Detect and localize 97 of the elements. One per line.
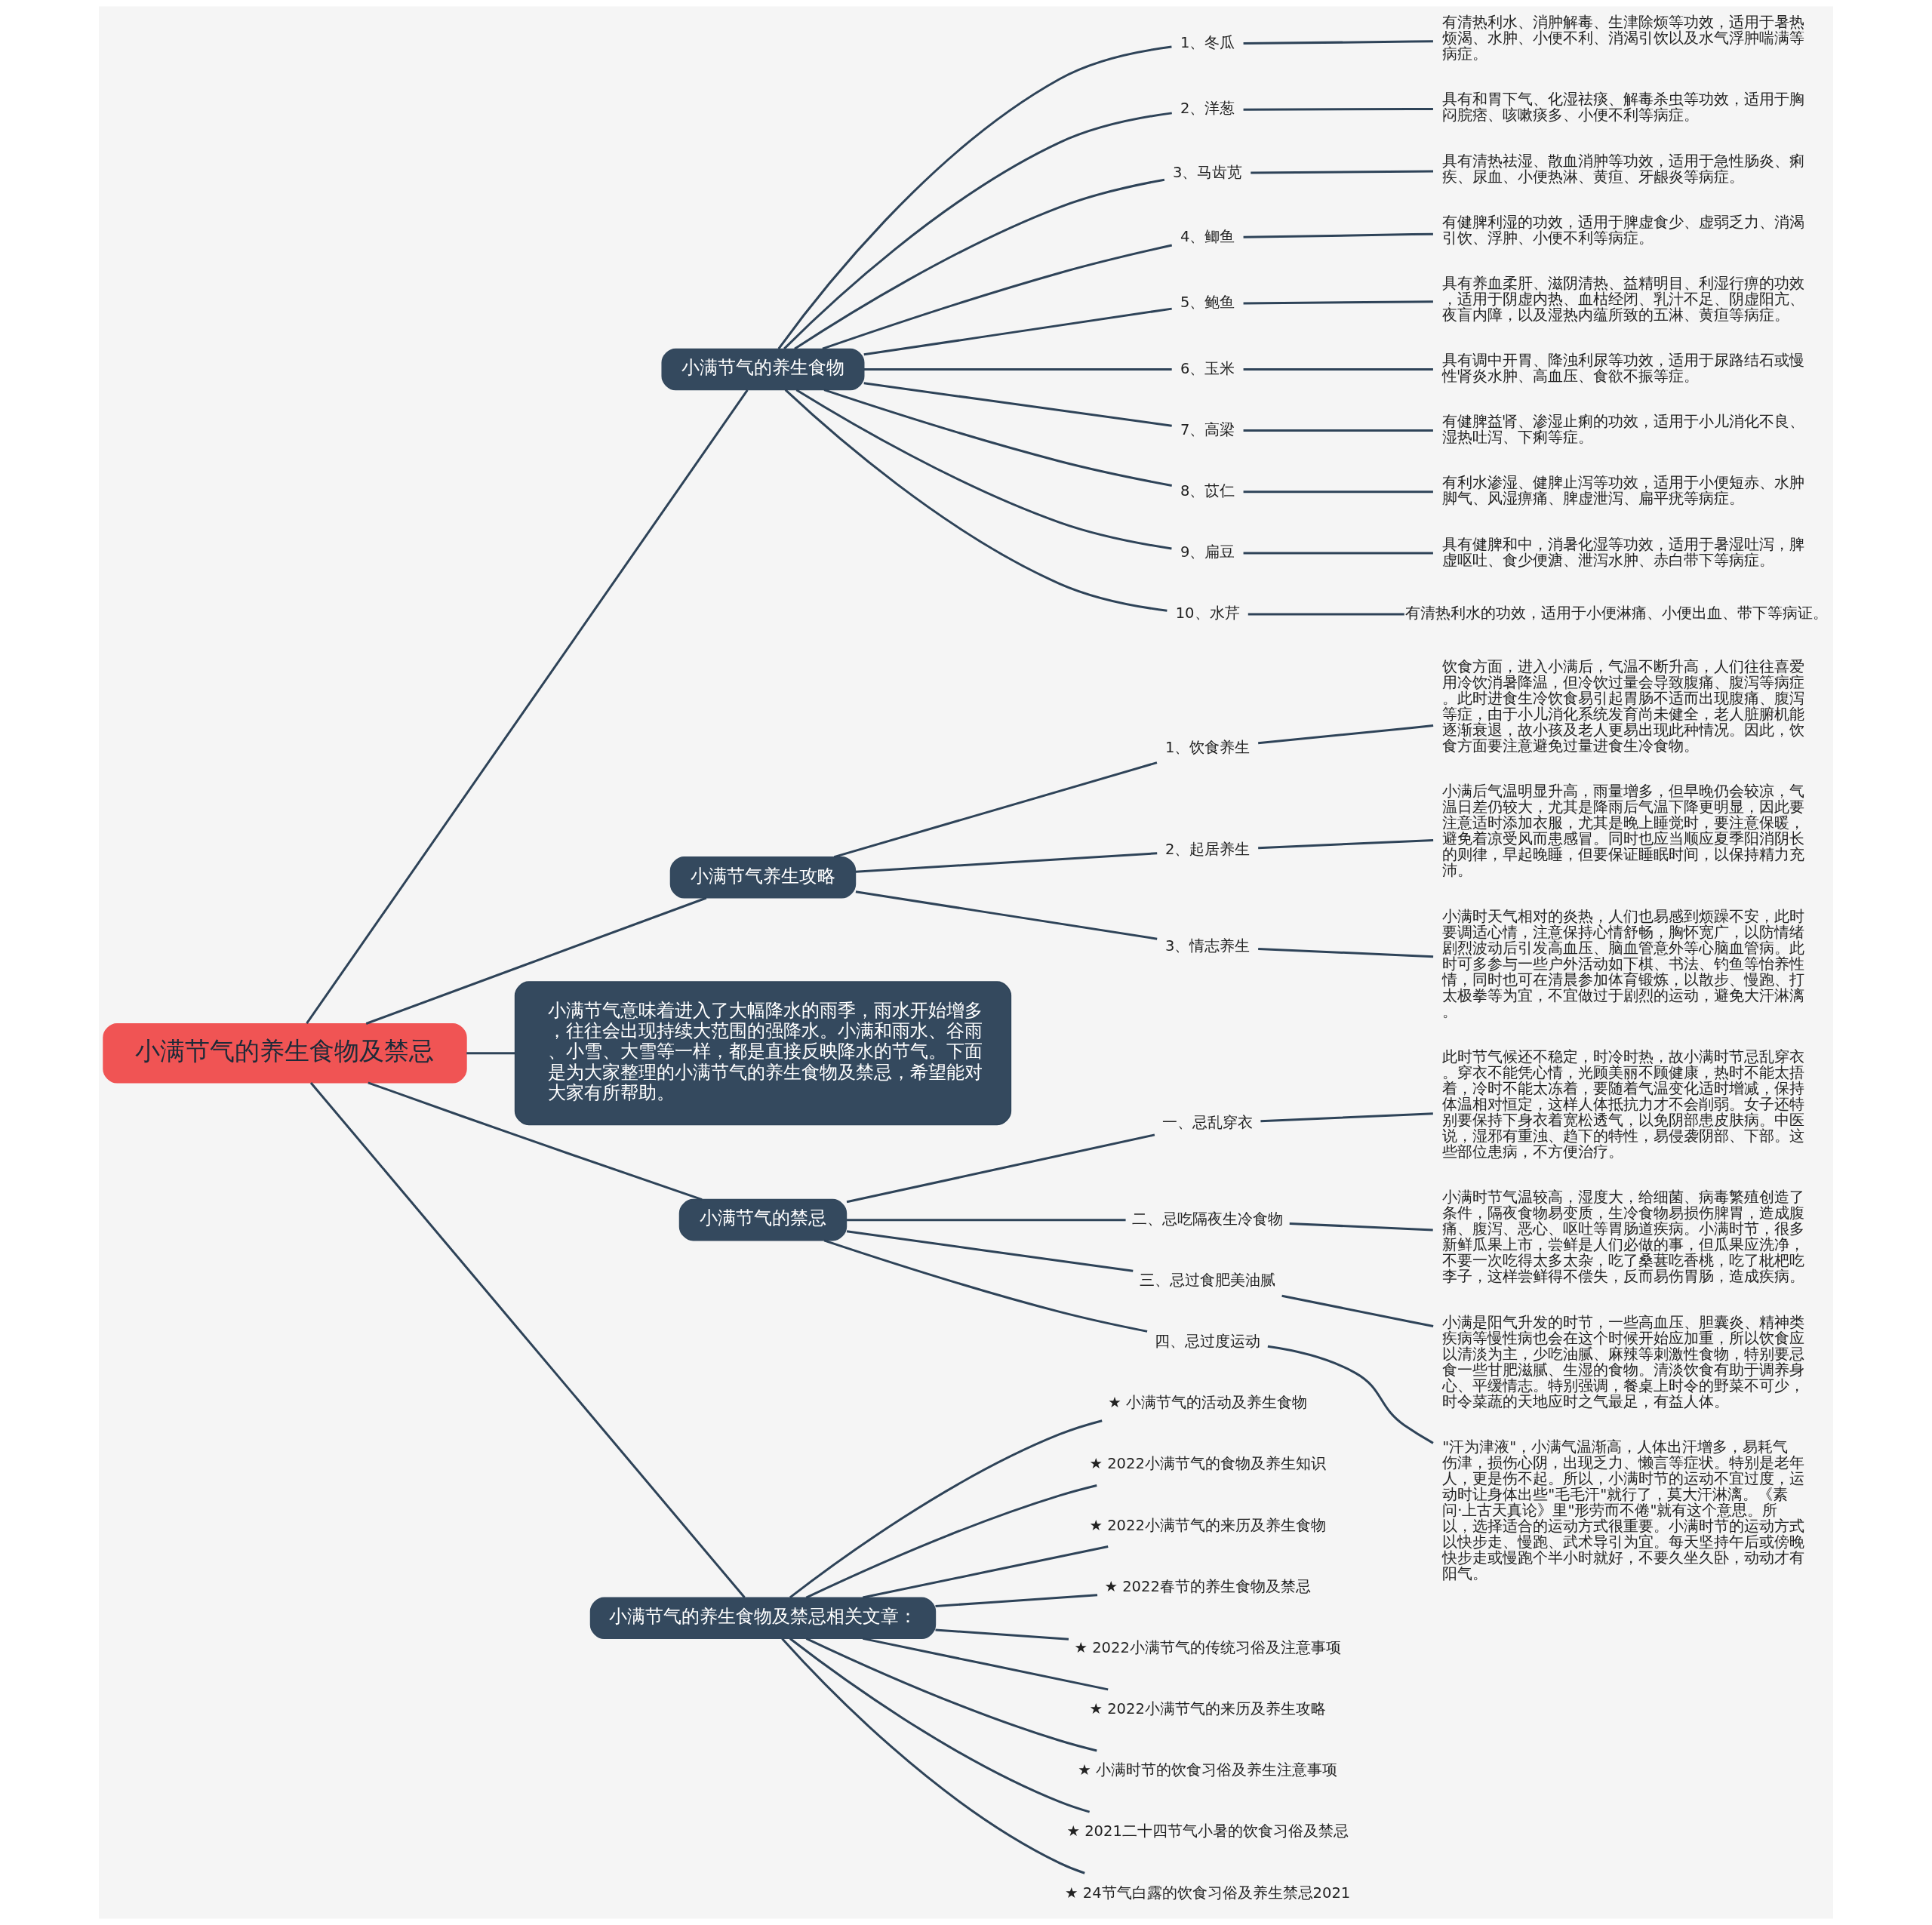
connector [1267, 1345, 1434, 1444]
connector [784, 389, 1168, 612]
connector [855, 890, 1158, 940]
connector [466, 1052, 515, 1055]
connector [794, 178, 1165, 350]
node-box: 小满节气的养生食物及禁忌相关文章： [589, 1597, 937, 1639]
connector [822, 244, 1173, 350]
connector [855, 852, 1158, 873]
node-text: 4、鲫鱼 [1180, 228, 1235, 246]
connector [833, 761, 1158, 859]
connector [1243, 552, 1433, 555]
connector [781, 1637, 1085, 1874]
connector [1260, 1112, 1433, 1123]
node-text: ★ 2022春节的养生食物及禁忌 [1104, 1577, 1311, 1595]
node-text: 四、忌过度运动 [1155, 1333, 1261, 1351]
node-text: 三、忌过食肥美油腻 [1140, 1271, 1276, 1289]
node-text: 1、冬瓜 [1180, 34, 1235, 52]
connector [846, 1230, 1134, 1272]
connector [783, 112, 1172, 350]
connector [789, 1637, 1091, 1813]
node-text: 小满是阳气升发的时节，一些高血压、胆囊炎、精神类疾病等慢性病也会在这个时候开始应加重，所以饮食应以清淡为主，少吃油腻、麻辣等刺激性食物，特别要忌食一些甘肥滋腻、生湿的食物。清淡饮食有助于调养身心、平缓情志。特别强调，餐桌上时令的野菜不可少，时令菜蔬的天地应时之气最足，有益人体。 [1442, 1313, 1805, 1410]
node-text: 一、忌乱穿衣 [1162, 1114, 1254, 1132]
connector [863, 1545, 1109, 1599]
connector [1243, 429, 1433, 432]
connector [789, 1419, 1103, 1599]
connector [1258, 838, 1434, 850]
connector [368, 1081, 703, 1201]
connector [1247, 613, 1404, 616]
node-text: "汗为津液"，小满气温渐高，人体出汗增多，易耗气伤津，损伤心阴，出现乏力、懒言等症状。特别是老年人，更是伤不起。所以，小满时节的运动不宜过度，运动时让身体出些"毛毛汗"就行了，莫大汗淋漓。《素问·上古天真论》里"形劳而不倦"就有这个意思。所以，选择适合的运动方式很重要。小满时节的运动方式以快步走、慢跑、武术导引为宜。每天坚持午后或傍晚快步走或慢跑个半小时就好，不要久坐久卧，动动才有阳气。 [1442, 1438, 1805, 1583]
node-text: 1、饮食养生 [1164, 738, 1251, 756]
connector [309, 1081, 746, 1599]
connector [935, 1594, 1098, 1607]
node-text: ★ 小满时节的饮食习俗及养生注意事项 [1078, 1761, 1337, 1779]
connector [306, 389, 749, 1025]
node-text: ★ 2022小满节气的来历及养生食物 [1089, 1516, 1326, 1534]
node-text: 小满时节气温较高，湿度大，给细菌、病毒繁殖创造了条件，隔夜食物易变质，生冷食物易损伤脾胃，造成腹痛、腹泻、恶心、呕吐等胃肠道疾病。小满时节，很多新鲜瓜果上市，尝鲜是人们必做的事，但瓜果应洗净，不要一次吃得太多太杂，吃了桑葚吃香桃，吃了枇杷吃李子，这样尝鲜得不偿失，反而易伤胃肠，造成疾病。 [1442, 1189, 1805, 1286]
node-text: 小满时天气相对的炎热，人们也易感到烦躁不安，此时要调适心情，注意保持心情舒畅，胸怀宽广，以防情绪剧烈波动后引发高血压、脑血管意外等心脑血管病。此时可多参与一些户外活动如下棋、书法、钓鱼等怡养性情，同时也可在清晨参加体育锻炼，以散步、慢跑、打太极拳等为宜，不宜做过于剧烈的运动，避免大汗淋漓。 [1442, 907, 1805, 1020]
node-text: 6、玉米 [1180, 359, 1235, 377]
connector [1243, 107, 1433, 111]
node-text: 有清热利水、消肿解毒、生津除烦等功效，适用于暑热烦渴、水肿、小便不利、消渴引饮以及水气浮肿喘满等病症。 [1442, 14, 1805, 63]
node-text: 有健脾利湿的功效，适用于脾虚食少、虚弱乏力、消渴引饮、浮肿、小便不利等病症。 [1442, 213, 1805, 247]
connector [1243, 490, 1433, 494]
connector [1243, 367, 1433, 371]
node-text: 有清热利水的功效，适用于小便淋痛、小便出血、带下等病证。 [1404, 604, 1828, 623]
connector [935, 1628, 1069, 1641]
node-text: 有利水渗湿、健脾止泻等功效，适用于小便短赤、水肿脚气、风湿痹痛、脾虚泄泻、扁平疣等病症。 [1442, 474, 1805, 508]
node-text: 具有调中开胃、降浊利尿等功效，适用于尿路结石或慢性肾炎水肿、高血压、食欲不振等症。 [1442, 352, 1805, 386]
node-text: 8、苡仁 [1180, 481, 1235, 500]
connector [1289, 1222, 1433, 1232]
node-text: 具有养血柔肝、滋阴清热、益精明目、利湿行痹的功效，适用于阴虚内热、血枯经闭、乳汁不足、阴虚阳亢、夜盲内障，以及湿热内蕴所致的五淋、黄疸等病症。 [1442, 274, 1805, 324]
connector [863, 1637, 1109, 1691]
connector [805, 1484, 1097, 1599]
node-text: 二、忌吃隔夜生冷食物 [1132, 1210, 1284, 1228]
connector [863, 307, 1172, 356]
node-text: 饮食方面，进入小满后，气温不断升高，人们往往喜爱用冷饮消暑降温，但冷饮过量会导致腹痛、腹泻等病症。此时进食生冷饮食易引起胃肠不适而出现腹痛、腹泻等症，由于小儿消化系统发育尚未健全，老人脏腑机能逐渐衰退，故小孩及老人更易出现此种情况。因此，饮食方面要注意避免过量进食生冷食物。 [1442, 657, 1805, 755]
node-box: 小满节气养生攻略 [669, 856, 857, 899]
node-text: 2、起居养生 [1164, 840, 1251, 858]
connector [1258, 947, 1434, 958]
node-text: ★ 2022小满节气的来历及养生攻略 [1089, 1700, 1326, 1718]
node-text: 具有和胃下气、化湿祛痰、解毒杀虫等功效，适用于胸闷脘痞、咳嗽痰多、小便不利等病症。 [1442, 91, 1805, 125]
node-text: 7、高梁 [1180, 420, 1235, 438]
connector [1251, 170, 1434, 174]
node-text: 具有健脾和中，消暑化湿等功效，适用于暑湿吐泻，脾虚呕吐、食少便溏、泄泻水肿、赤白带下等病症。 [1442, 535, 1805, 569]
connector [1281, 1294, 1434, 1328]
node-box: 小满节气的养生食物 [661, 348, 865, 391]
node-text: 3、情志养生 [1164, 936, 1251, 955]
node-text: ★ 2022小满节气的传统习俗及注意事项 [1074, 1638, 1341, 1656]
connector [823, 1239, 1148, 1333]
node-text: ★ 2021二十四节气小暑的饮食习俗及禁忌 [1066, 1822, 1349, 1840]
node-text: ★ 24节气白露的饮食习俗及养生禁忌2021 [1065, 1883, 1351, 1902]
connector [777, 45, 1172, 349]
connector [805, 1637, 1097, 1752]
connector [1258, 724, 1434, 745]
connector [863, 367, 1172, 371]
node-text: 2、洋葱 [1180, 100, 1235, 118]
connector [1243, 40, 1433, 45]
connector [795, 389, 1172, 550]
connector [365, 896, 707, 1025]
node-text: 具有清热祛湿、散血消肿等功效，适用于急性肠炎、痢疾、尿血、小便热淋、黄疸、牙龈炎等病症。 [1442, 152, 1805, 186]
node-text: 9、扁豆 [1180, 543, 1235, 561]
node-text: 3、马齿苋 [1172, 163, 1243, 181]
node-box: 小满节气的养生食物及禁忌 [103, 1022, 467, 1084]
connector [1243, 232, 1433, 238]
node-box: 小满节气的禁忌 [678, 1198, 848, 1241]
connector [1243, 300, 1433, 305]
connector [847, 1219, 1126, 1222]
connector [823, 389, 1172, 487]
connector [863, 382, 1172, 427]
node-text: 有健脾益肾、渗湿止痢的功效，适用于小儿消化不良、湿热吐泻、下痢等症。 [1442, 413, 1805, 447]
node-text: 此时节气候还不稳定，时冷时热，故小满时节忌乱穿衣。穿衣不能凭心情，光顾美丽不顾健康，热时不能太捂着，冷时不能太冻着，要随着气温变化适时增减，保持体温相对恒定，这样人体抵抗力才不会削弱。女子还特别要保持下身衣着宽松透气，以免阴部患皮肤病。中医说，湿邪有重浊、趋下的特性，易侵袭阴部、下部。这些部位患病，不方便治疗。 [1442, 1047, 1805, 1161]
node-text: ★ 小满节气的活动及养生食物 [1108, 1394, 1307, 1412]
node-text: ★ 2022小满节气的食物及养生知识 [1089, 1455, 1326, 1473]
node-text: 5、鲍鱼 [1180, 294, 1235, 312]
node-text: 10、水芹 [1175, 604, 1240, 623]
node-text: 小满后气温明显升高，雨量增多，但早晚仍会较凉，气温日差仍较大，尤其是降雨后气温下降更明显，因此要注意适时添加衣服，尤其是晚上睡觉时，要注意保暖，避免着凉受风而患感冒。同时也应当顺应夏季阳消阴长的则律，早起晚睡，但要保证睡眠时间，以保持精力充沛。 [1442, 783, 1805, 880]
connector [846, 1133, 1155, 1204]
node-box: 小满节气意味着进入了大幅降水的雨季，雨水开始增多，往往会出现持续大范围的强降水。小满和雨水、谷雨、小雪、大雪等一样，都是直接反映降水的节气。下面是为大家整理的小满节气的养生食物及禁忌，希望能对大家有所帮助。 [514, 981, 1012, 1126]
